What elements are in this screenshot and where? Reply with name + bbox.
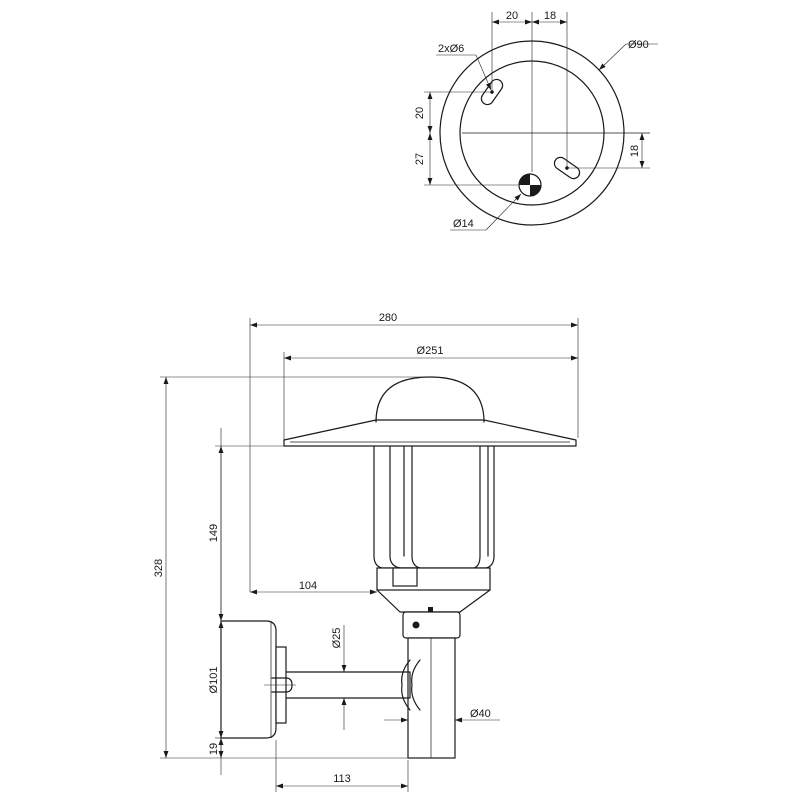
dim-label-2x-dia-6: 2xØ6 — [438, 43, 464, 55]
dim-label-dia-40: Ø40 — [470, 708, 491, 720]
dim-label-113: 113 — [333, 773, 351, 785]
lantern-neck — [376, 589, 491, 613]
vertical-pole — [407, 637, 456, 759]
dim-label-dia-90: Ø90 — [628, 39, 649, 51]
lamp-dome — [375, 376, 485, 423]
dim-label-dia-251: Ø251 — [417, 345, 444, 357]
dim-label-104: 104 — [299, 580, 317, 592]
dim-label-20-left: 20 — [414, 107, 426, 119]
side-view: 280 Ø251 328 149 104 Ø25 Ø101 19 Ø40 — [153, 312, 579, 792]
dim-label-dia-101: Ø101 — [208, 667, 220, 694]
dim-label-dia-25: Ø25 — [331, 628, 343, 649]
dim-label-27-left: 27 — [414, 153, 426, 165]
wall-plate — [220, 620, 277, 739]
mounting-slot-lower — [553, 156, 581, 180]
dim-label-20-top: 20 — [506, 10, 518, 22]
wall-arm — [285, 671, 411, 699]
lantern-body — [373, 446, 495, 569]
dim-label-328: 328 — [153, 559, 165, 577]
cable-entry-symbol — [518, 173, 542, 197]
dim-label-19: 19 — [208, 743, 220, 755]
pole-collar — [402, 611, 461, 639]
dim-label-18-right: 18 — [629, 145, 641, 157]
dim-label-149: 149 — [208, 524, 220, 542]
dim-label-280: 280 — [379, 312, 397, 324]
dim-label-18-top: 18 — [544, 10, 556, 22]
top-view: 20 18 Ø90 2xØ6 20 27 18 Ø14 — [414, 10, 658, 231]
dim-label-dia-14: Ø14 — [453, 218, 474, 230]
